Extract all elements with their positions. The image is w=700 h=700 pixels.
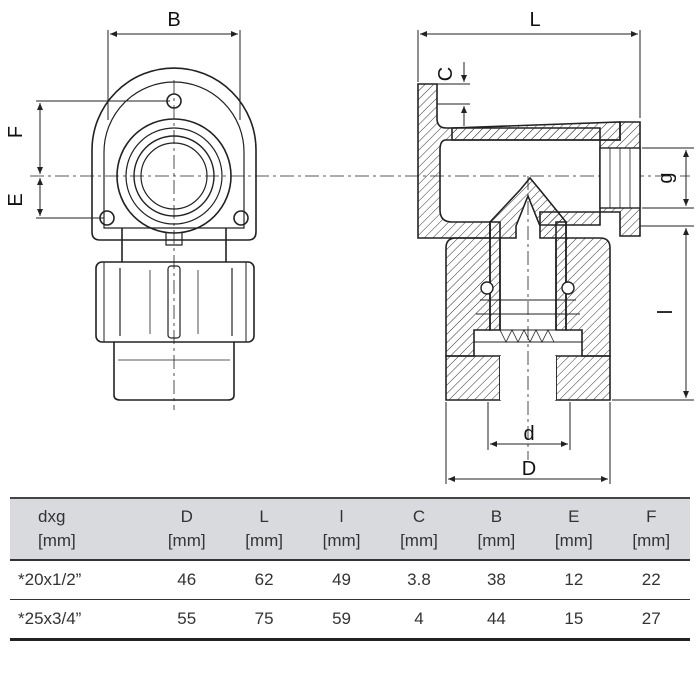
cell-dxg: *25x3/4” (10, 599, 148, 641)
header-L: L[mm] (225, 497, 303, 561)
cell-C: 3.8 (380, 560, 458, 600)
cell-L: 62 (225, 560, 303, 600)
label-d: d (523, 423, 534, 445)
cell-dxg: *20x1/2” (10, 560, 148, 600)
cell-l: 59 (302, 599, 381, 641)
section-view (417, 30, 694, 484)
label-L: L (529, 9, 540, 31)
cell-B: 44 (457, 599, 536, 641)
dimensions-table: dxg[mm] D[mm] L[mm] l[mm] C[mm] B[mm] E[… (10, 497, 690, 641)
header-dxg: dxg[mm] (10, 497, 148, 561)
table-row: *25x3/4” 55 75 59 4 44 15 27 (10, 599, 690, 641)
cell-E: 12 (535, 560, 613, 600)
cell-F: 22 (612, 560, 690, 600)
wall-plate (91, 67, 257, 241)
header-F: F[mm] (612, 497, 690, 561)
o-ring-left (480, 281, 494, 295)
cell-l: 49 (302, 560, 381, 600)
label-C: C (435, 67, 457, 81)
nut-section-left (445, 237, 491, 357)
label-D: D (522, 458, 536, 480)
label-g: g (655, 172, 677, 183)
cell-E: 15 (535, 599, 613, 641)
cell-C: 4 (380, 599, 458, 641)
cell-B: 38 (457, 560, 536, 600)
inner-cone (489, 176, 567, 239)
technical-drawing: B L C F E g l d D (5, 9, 694, 484)
compression-nut (95, 261, 255, 343)
table-row: *20x1/2” 46 62 49 3.8 38 12 22 (10, 560, 690, 600)
cell-D: 46 (148, 560, 226, 600)
cell-L: 75 (225, 599, 303, 641)
label-E: E (5, 193, 27, 206)
label-B: B (167, 9, 180, 31)
header-E: E[mm] (535, 497, 613, 561)
hole-right (233, 210, 249, 226)
cell-F: 27 (612, 599, 690, 641)
header-D: D[mm] (148, 497, 226, 561)
header-l: l[mm] (302, 497, 381, 561)
flange-section (417, 83, 601, 239)
nut-section-right (565, 237, 611, 357)
header-C: C[mm] (380, 497, 458, 561)
label-F: F (5, 126, 27, 138)
cell-D: 55 (148, 599, 226, 641)
front-view (30, 30, 690, 410)
table-header-row: dxg[mm] D[mm] L[mm] l[mm] C[mm] B[mm] E[… (10, 497, 690, 561)
label-l: l (655, 310, 677, 314)
header-B: B[mm] (457, 497, 536, 561)
o-ring-right (561, 281, 575, 295)
